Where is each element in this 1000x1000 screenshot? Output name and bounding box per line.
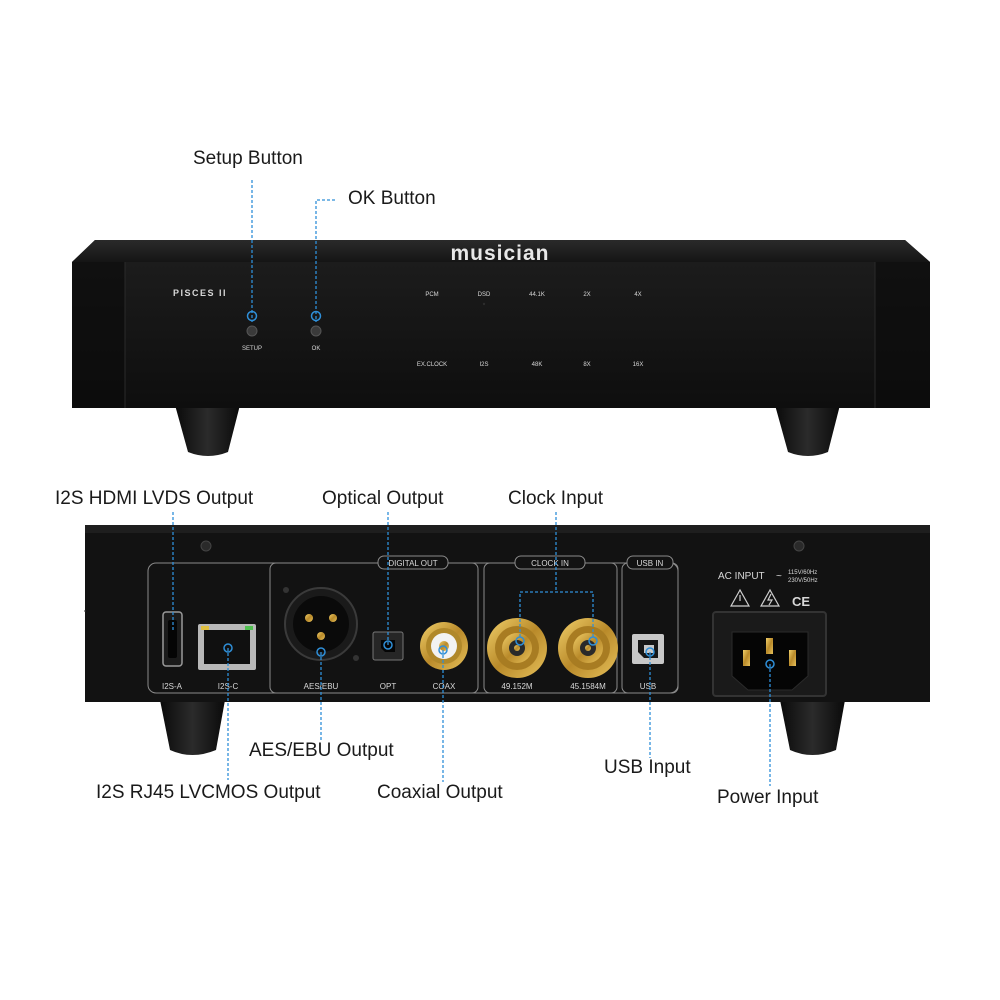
rear-unit: DIGITAL OUT CLOCK IN USB IN I2S-A I2S-C xyxy=(84,525,930,755)
annotation-power-input: Power Input xyxy=(717,787,819,808)
screw xyxy=(793,540,805,552)
ac-rating-2: 230V/50Hz xyxy=(788,578,818,584)
label-opt: OPT xyxy=(380,682,397,691)
front-leader-lines xyxy=(251,180,335,322)
label-i2s-c: I2S-C xyxy=(218,682,239,691)
warning-icon xyxy=(729,588,751,607)
annotation-coaxial: Coaxial Output xyxy=(377,782,503,803)
label-coax: COAX xyxy=(433,682,456,691)
label-aes-ebu: AES/EBU xyxy=(304,682,339,691)
indicator-16x: 16X xyxy=(633,362,644,368)
annotation-usb-input: USB Input xyxy=(604,757,691,778)
indicator-4x: 4X xyxy=(634,292,641,298)
annotation-ok-button: OK Button xyxy=(348,188,436,209)
indicator-8x: 8X xyxy=(583,362,590,368)
ok-label: OK xyxy=(312,346,321,352)
screw xyxy=(200,540,212,552)
brand-logo: musician xyxy=(450,242,549,265)
ac-input-label: AC INPUT xyxy=(718,571,765,582)
indicator-exclock: EX.CLOCK xyxy=(417,362,447,368)
front-foot-left xyxy=(175,405,240,456)
label-clock-49m: 49.152M xyxy=(501,682,532,691)
label-i2s-a: I2S-A xyxy=(162,682,183,691)
front-unit: musician PISCES II SETUP OK PCM DSD 44.1… xyxy=(72,240,930,456)
indicator-pcm: PCM xyxy=(425,292,438,298)
rear-leader-lines xyxy=(172,512,771,786)
digital-out-title: DIGITAL OUT xyxy=(388,559,437,568)
usb-in-title: USB IN xyxy=(637,559,664,568)
indicator-i2s: I2S xyxy=(479,362,488,368)
ac-tilde: ~ xyxy=(776,571,782,582)
annotation-i2s-hdmi: I2S HDMI LVDS Output xyxy=(55,488,254,509)
shock-warning-icon xyxy=(759,588,781,607)
front-foot-right xyxy=(775,405,840,456)
power-inlet[interactable] xyxy=(712,611,827,697)
annotation-aes-ebu: AES/EBU Output xyxy=(249,740,394,761)
annotation-optical: Optical Output xyxy=(322,488,444,509)
ce-mark: CE xyxy=(792,594,810,609)
clock-in-title: CLOCK IN xyxy=(531,559,569,568)
ac-rating-1: 115V/60Hz xyxy=(788,570,817,576)
indicator-2x: 2X xyxy=(583,292,590,298)
ok-button[interactable] xyxy=(310,325,322,337)
rear-foot-right xyxy=(780,700,845,755)
setup-button[interactable] xyxy=(246,325,258,337)
aes-ebu-connector[interactable] xyxy=(283,587,359,661)
clock-bnc-49m[interactable] xyxy=(487,618,547,678)
front-chassis xyxy=(72,240,930,408)
indicator-dsd: DSD xyxy=(478,292,491,298)
annotation-clock-input: Clock Input xyxy=(508,488,604,509)
optical-port[interactable] xyxy=(372,631,404,661)
indicator-44k: 44.1K xyxy=(529,292,545,298)
clock-bnc-45m[interactable] xyxy=(558,618,618,678)
annotation-setup-button: Setup Button xyxy=(193,148,303,169)
rj45-port[interactable] xyxy=(198,624,256,670)
label-usb: USB xyxy=(640,682,656,691)
annotation-i2s-rj45: I2S RJ45 LVCMOS Output xyxy=(96,782,321,803)
setup-label: SETUP xyxy=(242,346,262,352)
rear-foot-left xyxy=(160,700,225,755)
hdmi-port[interactable] xyxy=(162,611,183,667)
indicator-48k: 48K xyxy=(532,362,543,368)
label-clock-45m: 45.1584M xyxy=(570,682,606,691)
model-name: PISCES II xyxy=(173,288,227,298)
